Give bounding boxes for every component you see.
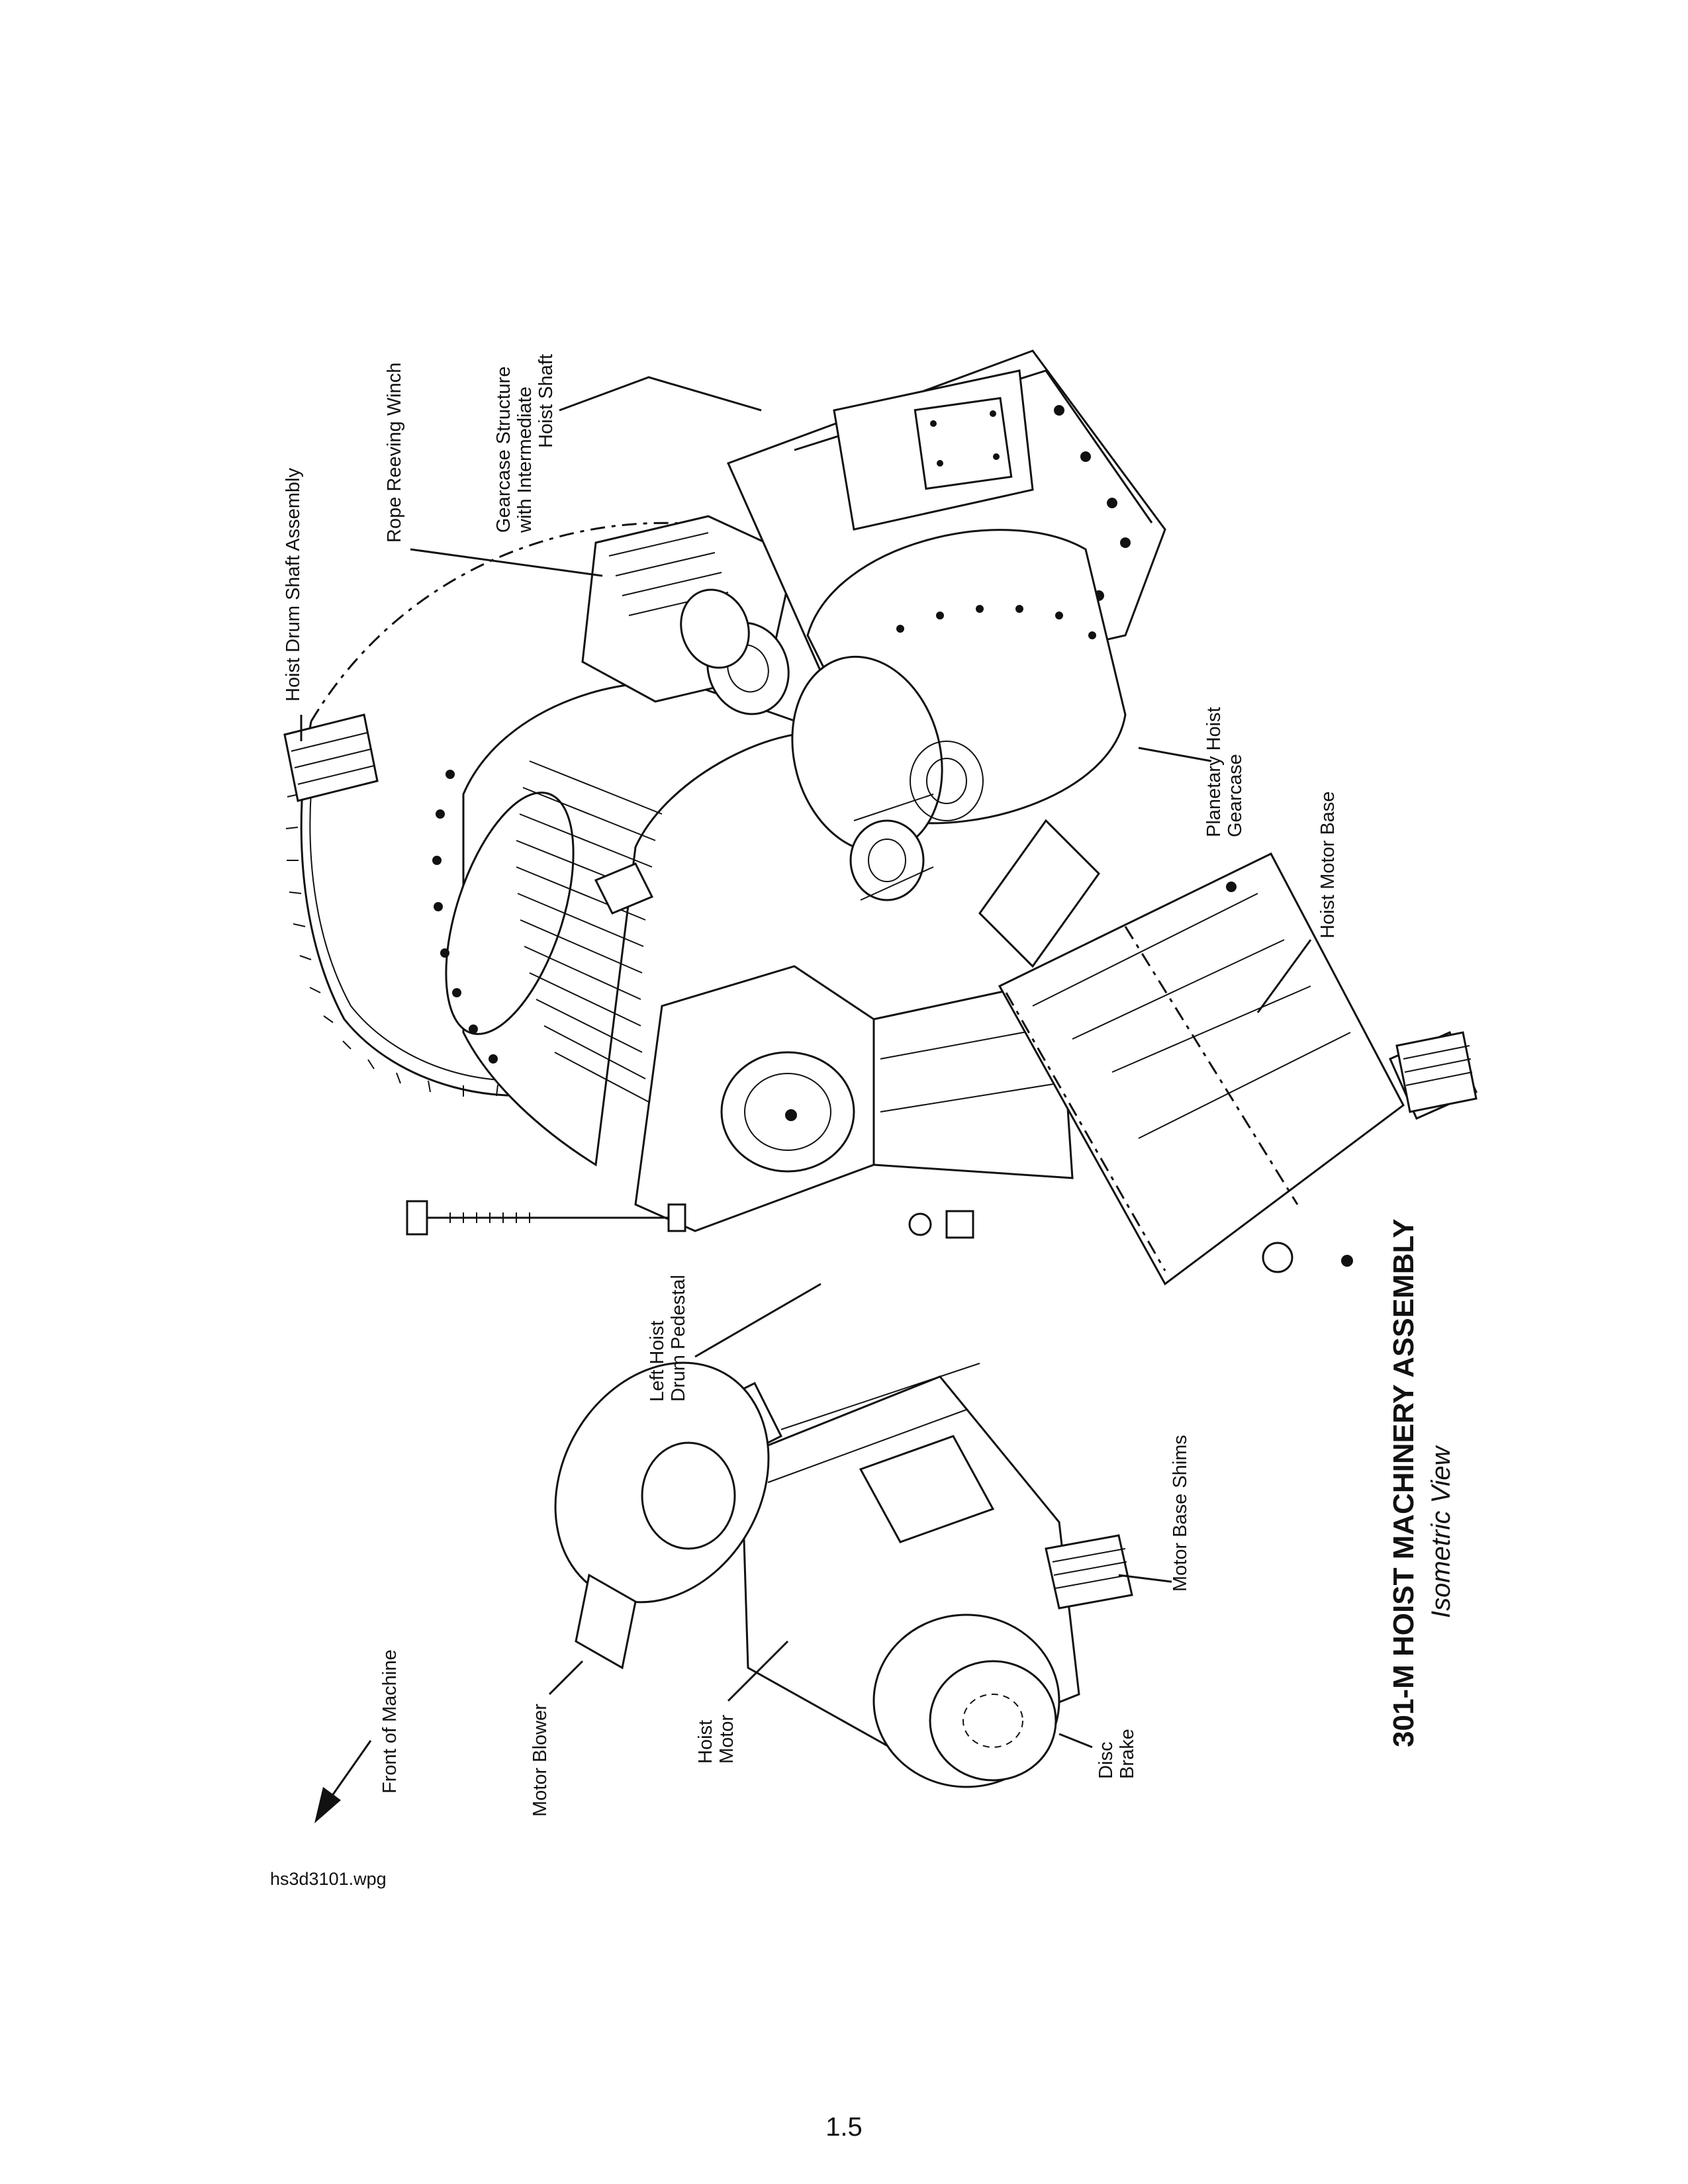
label-hoist-drum-shaft-assembly: Hoist Drum Shaft Assembly xyxy=(283,468,304,702)
label-planetary-hoist-gearcase: Planetary Hoist Gearcase xyxy=(1203,707,1246,837)
svg-text:Disc: Disc xyxy=(1096,1742,1117,1779)
hoist-motor xyxy=(700,1363,1133,1788)
leader-gearcase-structure xyxy=(559,376,762,412)
leader-lines xyxy=(300,376,1312,1749)
title-block: 301-M HOIST MACHINERY ASSEMBLY Isometric… xyxy=(1387,1218,1456,1747)
svg-text:Planetary Hoist: Planetary Hoist xyxy=(1203,707,1225,837)
svg-text:Motor: Motor xyxy=(716,1715,737,1764)
hoist-drum xyxy=(432,682,835,1167)
leader-hoist-motor xyxy=(727,1640,789,1702)
label-gearcase-structure: Gearcase Structure with Intermediate Hoi… xyxy=(493,354,557,533)
left-hoist-drum-pedestal xyxy=(634,965,1074,1239)
leader-left-hoist-pedestal xyxy=(694,1283,821,1358)
leader-motor-base-shims xyxy=(1118,1574,1172,1583)
motor-blower xyxy=(554,1361,770,1670)
leader-motor-blower xyxy=(548,1660,584,1696)
label-front-of-machine: Front of Machine xyxy=(379,1649,400,1794)
label-hoist-motor-base: Hoist Motor Base xyxy=(1317,792,1338,938)
page-number: 1.5 xyxy=(825,2113,863,2142)
page-subtitle: Isometric View xyxy=(1427,1445,1456,1618)
label-motor-blower: Motor Blower xyxy=(530,1704,551,1817)
source-filename: hs3d3101.wpg xyxy=(270,1869,387,1889)
bull-gear xyxy=(283,522,735,1097)
svg-text:Gearcase: Gearcase xyxy=(1225,754,1246,837)
hoist-machinery-illustration xyxy=(283,349,1477,1788)
svg-text:Hoist Shaft: Hoist Shaft xyxy=(536,354,557,448)
svg-text:Drum Pedestal: Drum Pedestal xyxy=(668,1275,689,1402)
front-direction-arrow-icon xyxy=(314,1740,372,1823)
leader-planetary-hoist xyxy=(1138,747,1212,762)
leader-disc-brake xyxy=(1058,1733,1093,1749)
rope-reeving-winch xyxy=(581,515,796,715)
part-labels: Hoist Drum Shaft Assembly Rope Reeving W… xyxy=(283,354,1338,1817)
leader-rope-reeving-winch xyxy=(410,548,603,577)
stud-bolt xyxy=(406,1200,686,1236)
svg-text:Gearcase Structure: Gearcase Structure xyxy=(493,367,514,533)
svg-text:Left Hoist: Left Hoist xyxy=(647,1321,668,1402)
label-disc-brake: Disc Brake xyxy=(1096,1729,1138,1779)
svg-text:Brake: Brake xyxy=(1117,1729,1138,1779)
label-hoist-motor: Hoist Motor xyxy=(695,1715,737,1764)
motor-base-shims-upper xyxy=(1395,1031,1477,1113)
planetary-hoist-gearcase xyxy=(791,529,1127,901)
leader-hoist-motor-base xyxy=(1256,939,1312,1013)
label-motor-base-shims: Motor Base Shims xyxy=(1170,1435,1191,1592)
page-title: 301-M HOIST MACHINERY ASSEMBLY xyxy=(1387,1218,1420,1747)
svg-text:Hoist: Hoist xyxy=(695,1720,716,1764)
svg-text:with Intermediate: with Intermediate xyxy=(514,387,536,533)
label-left-hoist-drum-pedestal: Left Hoist Drum Pedestal xyxy=(647,1275,689,1402)
label-rope-reeving-winch: Rope Reeving Winch xyxy=(384,363,405,543)
